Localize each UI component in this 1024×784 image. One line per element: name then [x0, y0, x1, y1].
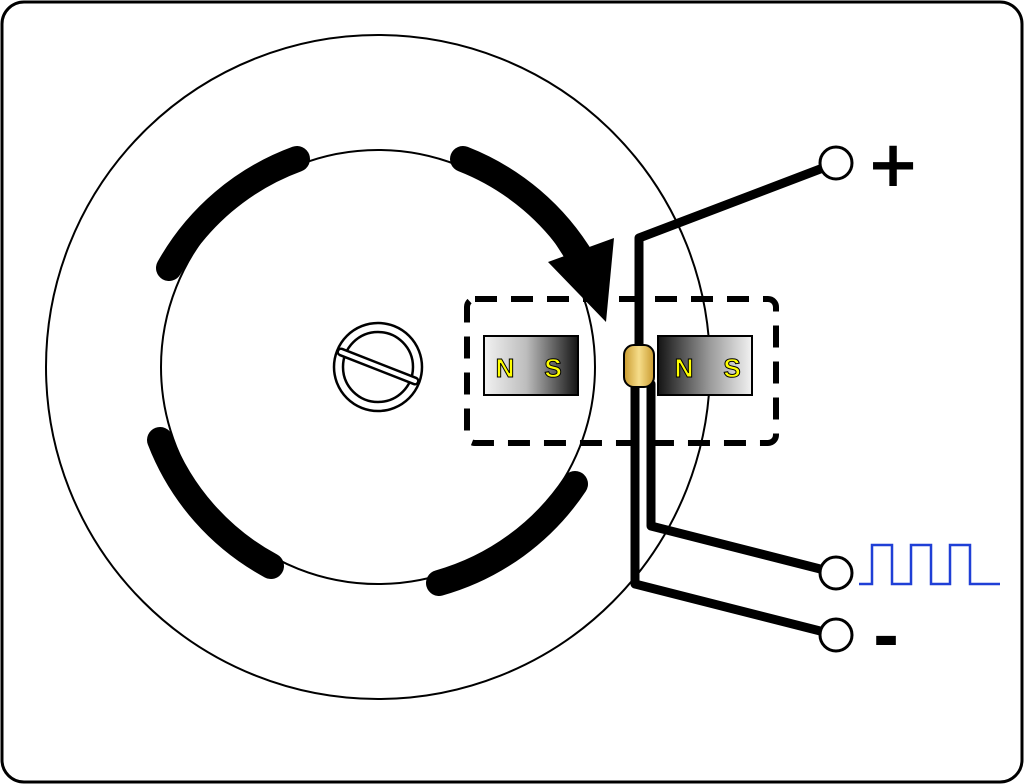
rotor-segment-lower-right: [426, 471, 588, 596]
wire-positive: [634, 158, 841, 355]
terminal-negative: [818, 617, 854, 653]
positive-sign-label: +: [866, 128, 920, 202]
screw-head-icon: [332, 321, 424, 413]
magnet-left-south-label: S: [544, 353, 561, 383]
rotor-segment-upper-right: [450, 146, 596, 274]
hall-sensor: [623, 344, 655, 388]
magnet-right-south-label: S: [723, 353, 740, 383]
magnet-right: N S: [657, 335, 753, 396]
magnet-left: N S: [483, 335, 579, 396]
rotor-segments: [147, 146, 596, 596]
sensor-detail-box: [464, 296, 779, 446]
terminal-signal: [818, 555, 854, 591]
rotor-segment-lower-left: [147, 427, 284, 579]
negative-sign-label: -: [873, 601, 900, 675]
rotor-segment-upper-left: [156, 146, 310, 281]
terminal-positive: [818, 145, 854, 181]
rotor-inner-circle: [160, 149, 596, 585]
sensor-wires: [630, 158, 841, 640]
wire-negative: [630, 379, 841, 640]
magnet-right-north-label: N: [675, 353, 694, 383]
wire-signal: [646, 379, 841, 578]
magnet-left-north-label: N: [496, 353, 515, 383]
square-wave-icon: [859, 543, 1000, 586]
